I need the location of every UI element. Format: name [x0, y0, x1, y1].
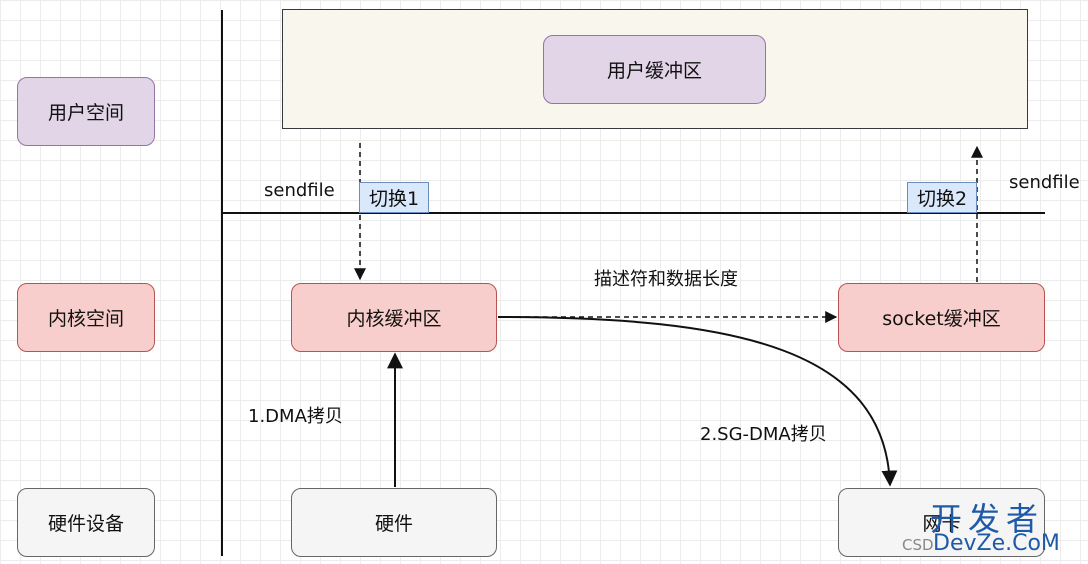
zone-kernel-space-label: 内核空间 — [47, 308, 124, 330]
sg-dma-copy-arrow — [497, 316, 898, 487]
zone-user-space: 用户空间 — [17, 77, 155, 146]
nic-label: 网卡 — [922, 513, 961, 535]
socket-buffer-node: socket缓冲区 — [838, 283, 1045, 352]
sg-dma-copy-label: 2.SG-DMA拷贝 — [700, 424, 827, 445]
switch-tag-1: 切换1 — [359, 182, 429, 213]
zone-hardware: 硬件设备 — [17, 488, 155, 557]
switch-tag-2: 切换2 — [907, 182, 977, 213]
sendfile-right-label: sendfile — [1009, 172, 1080, 193]
zone-kernel-space: 内核空间 — [17, 283, 155, 352]
user-buffer-label: 用户缓冲区 — [606, 60, 702, 82]
watermark-csdn: CSD — [902, 536, 934, 554]
nic-node: 网卡 — [838, 488, 1045, 557]
sendfile-left-label: sendfile — [264, 180, 335, 201]
descriptor-label: 描述符和数据长度 — [594, 269, 738, 290]
dma-copy-label: 1.DMA拷贝 — [248, 406, 343, 427]
user-buffer-node: 用户缓冲区 — [543, 35, 766, 104]
kernel-buffer-node: 内核缓冲区 — [291, 283, 497, 352]
zone-hardware-label: 硬件设备 — [47, 513, 124, 535]
watermark-brand-cn: 开发者 — [930, 500, 1045, 538]
zone-user-space-label: 用户空间 — [47, 102, 124, 124]
hardware-node: 硬件 — [291, 488, 497, 557]
kernel-buffer-label: 内核缓冲区 — [346, 308, 442, 330]
watermark-brand-en: DevZe.CoM — [933, 531, 1060, 556]
switch-tag-2-label: 切换2 — [916, 188, 968, 210]
switch-tag-1-label: 切换1 — [368, 188, 420, 210]
hardware-label: 硬件 — [374, 513, 413, 535]
socket-buffer-label: socket缓冲区 — [882, 308, 1001, 330]
